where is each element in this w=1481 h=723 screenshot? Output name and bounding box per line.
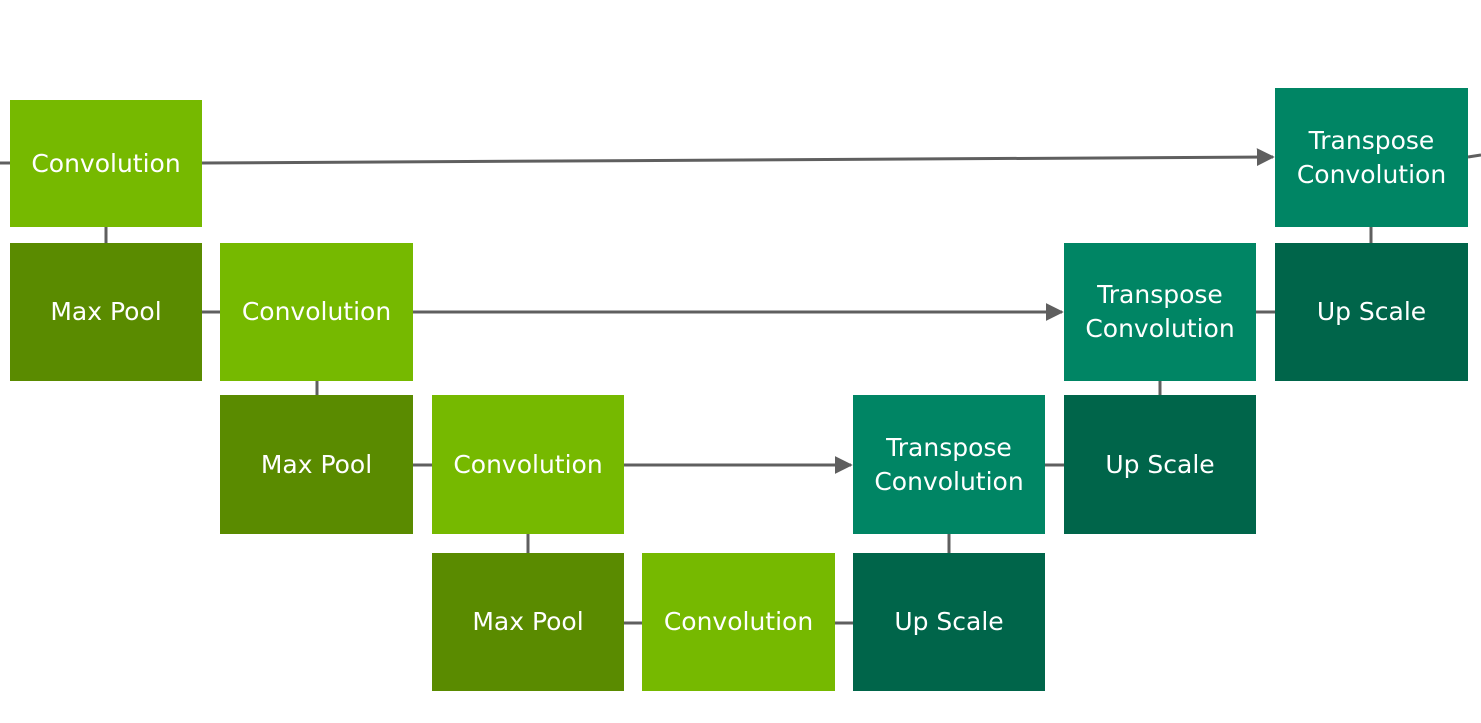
output-edge-line (1467, 153, 1481, 159)
convolution-block-level-2: Convolution (220, 243, 413, 381)
block-label: Up Scale (1316, 297, 1427, 326)
transpose-convolution-block-level-3: Transpose Convolution (853, 395, 1045, 534)
convolution-block-level-3: Convolution (432, 395, 624, 534)
max-pool-block-level-3: Max Pool (432, 553, 624, 691)
block-label: Up Scale (894, 607, 1004, 636)
up-scale-block-level-1: Up Scale (1275, 243, 1468, 381)
block-label: Max Pool (50, 297, 162, 326)
block-label: Convolution (241, 297, 392, 326)
block-label: Convolution (31, 148, 181, 178)
transpose-convolution-block-level-2: Transpose Convolution (1064, 243, 1256, 381)
block-label: Convolution (453, 449, 603, 479)
block-label: Max Pool (260, 449, 373, 479)
skip-arrow-conv1-to-tconv3 (201, 148, 1275, 167)
block-label: Transpose Convolution (1085, 280, 1235, 343)
up-scale-block-level-2: Up Scale (1064, 395, 1256, 534)
block-label: Convolution (663, 607, 814, 636)
transpose-convolution-block-level-1: Transpose Convolution (1275, 88, 1468, 227)
block-label: Up Scale (1105, 449, 1215, 479)
block-label: Transpose Convolution (1296, 125, 1447, 189)
up-scale-block-level-3: Up Scale (853, 553, 1045, 691)
max-pool-block-level-2: Max Pool (220, 395, 413, 534)
block-label: Max Pool (472, 607, 584, 636)
convolution-block-level-1: Convolution (10, 100, 202, 227)
convolution-block-bottleneck: Convolution (642, 553, 835, 691)
max-pool-block-level-1: Max Pool (10, 243, 202, 381)
block-label: Transpose Convolution (874, 432, 1024, 496)
